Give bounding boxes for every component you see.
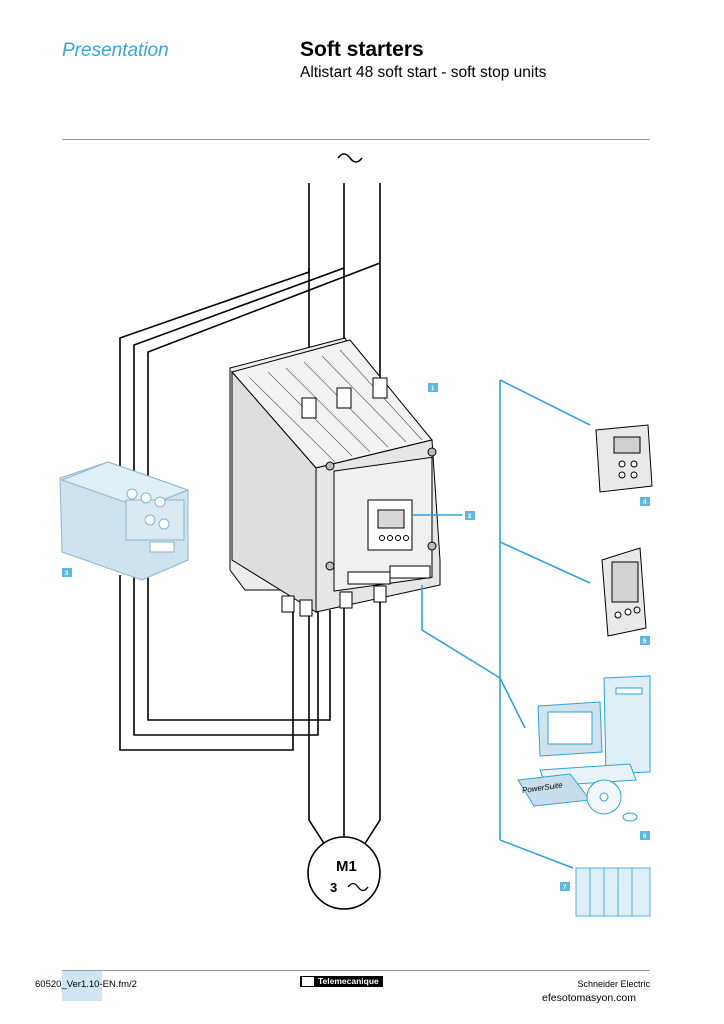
communication-bus xyxy=(412,379,591,869)
motor-ac-icon xyxy=(347,882,369,892)
contactor-wiring xyxy=(119,262,381,751)
footer-file-ref: 60520_Ver1.10-EN.fm/2 xyxy=(35,979,137,990)
header-rule xyxy=(62,139,650,140)
soft-starter xyxy=(229,337,441,617)
remote-terminal xyxy=(595,424,653,493)
motor-label: M1 xyxy=(336,858,357,875)
motor-phase: 3 xyxy=(330,880,337,895)
callout-5: 5 xyxy=(643,639,647,645)
section-label: Presentation xyxy=(62,40,169,61)
callout-7: 7 xyxy=(563,885,567,891)
footer-company: Schneider Electric xyxy=(577,979,650,989)
footer-website: efesotomasyon.com xyxy=(542,992,636,1004)
ac-supply-symbol xyxy=(337,153,363,163)
callout-2: 2 xyxy=(468,514,472,520)
plc xyxy=(575,867,651,917)
callout-3: 3 xyxy=(65,571,69,577)
callout-1: 1 xyxy=(431,386,435,392)
page-title: Soft starters xyxy=(300,38,424,61)
footer-rule xyxy=(62,970,650,971)
pocket-pc xyxy=(601,547,647,637)
logo-mark-icon xyxy=(302,977,314,986)
pc-workstation: PowerSuite xyxy=(517,675,651,822)
callout-badges: 1 2 3 4 5 6 7 xyxy=(62,383,650,891)
telemecanique-logo: Telemecanique xyxy=(300,976,383,987)
motor-feed-lines xyxy=(308,600,381,846)
motor-symbol: M1 3 xyxy=(307,836,381,910)
page-subtitle: Altistart 48 soft start - soft stop unit… xyxy=(300,64,547,81)
footer-tab xyxy=(62,971,102,1001)
callout-4: 4 xyxy=(643,500,647,506)
contactor xyxy=(59,461,190,581)
callout-6: 6 xyxy=(643,834,647,840)
logo-text: Telemecanique xyxy=(318,976,379,986)
